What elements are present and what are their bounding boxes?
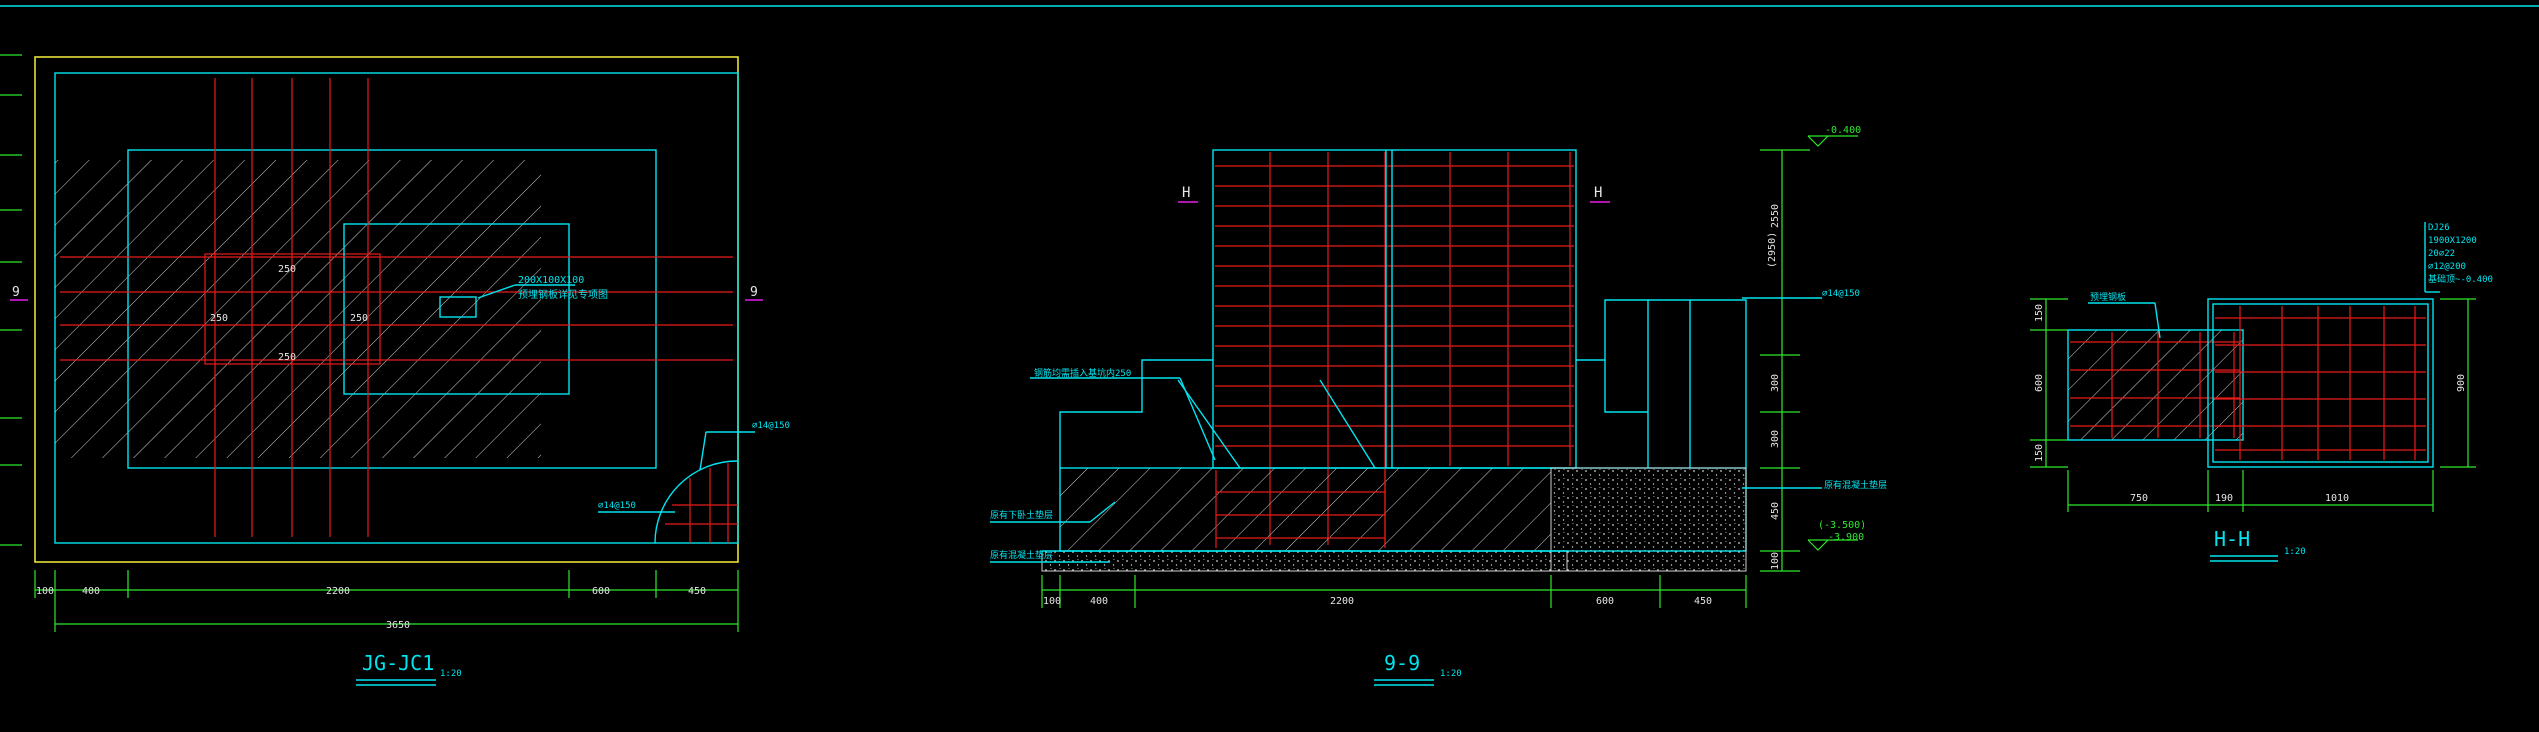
s99-dim-100: 100 — [1043, 596, 1061, 607]
s99-note-left-1: 钢筋均需插入基坑内250 — [1034, 367, 1131, 379]
plan-rebar-note-2: ⌀14@150 — [598, 501, 636, 511]
plan-label-250-a: 250 — [278, 264, 296, 275]
s99-leaders — [990, 377, 1216, 563]
s99-elev-bottom-2: -3.900 — [1828, 532, 1864, 543]
hh-left-block — [2068, 330, 2243, 440]
plan-dim-400: 400 — [82, 586, 100, 597]
plan-view — [10, 56, 763, 686]
plan-section-mark-right: 9 — [750, 285, 758, 300]
s99-base-stirrups — [1215, 470, 1386, 548]
hh-spec-2: 1900X1200 — [2428, 236, 2477, 246]
hh-title: H-H — [2214, 527, 2250, 551]
s99-step-right — [1576, 299, 1747, 468]
hh-spec-5: 基础顶~-0.400 — [2428, 273, 2493, 285]
svg-text:(2950): (2950) — [1767, 232, 1778, 268]
s99-scale: 1:20 — [1440, 669, 1462, 679]
plan-label-250-c: 250 — [350, 313, 368, 324]
svg-text:300: 300 — [1770, 374, 1781, 392]
hh-dim-1010: 1010 — [2325, 493, 2349, 504]
s99-note-rebar-right: ⌀14@150 — [1822, 289, 1860, 299]
plan-title: JG-JC1 — [362, 651, 434, 675]
plan-section-mark-left: 9 — [12, 285, 20, 300]
s99-note-right: 原有混凝土垫层 — [1824, 479, 1887, 491]
plan-embed-note-1: 200X100X100 — [518, 275, 584, 286]
plan-rebar-vertical — [214, 78, 369, 537]
svg-text:100: 100 — [1770, 552, 1781, 570]
svg-text:150: 150 — [2034, 304, 2045, 322]
hh-right-rebar — [2215, 306, 2426, 460]
s99-dim-600: 600 — [1596, 596, 1614, 607]
svg-text:300: 300 — [1770, 430, 1781, 448]
plan-rebar-note-1: ⌀14@150 — [752, 421, 790, 431]
plan-hatched-area — [55, 160, 541, 458]
plan-embed-plate-zone — [343, 223, 570, 395]
s99-elev-top: -0.400 — [1825, 125, 1861, 136]
s99-elev-bottom-1: (-3.500) — [1818, 520, 1866, 531]
hh-dim-750: 750 — [2130, 493, 2148, 504]
plan-dim-600: 600 — [592, 586, 610, 597]
s99-pier-centerline — [1385, 150, 1393, 468]
plan-corner-detail — [598, 431, 755, 544]
hh-spec-4: ⌀12@200 — [2428, 262, 2466, 272]
s99-dim-400: 400 — [1090, 596, 1108, 607]
s99-cut-left: H — [1182, 185, 1190, 201]
hh-spec-3: 20⌀22 — [2428, 249, 2455, 259]
plan-dim-total: 3650 — [386, 620, 410, 631]
plan-embed-plate — [439, 296, 477, 318]
hh-right-block — [2207, 298, 2434, 468]
s99-vertical-dim-labels: (2950) 2550 300 300 450 100 — [1767, 204, 1781, 570]
hh-leaders — [2088, 222, 2440, 339]
plan-title-underline — [356, 679, 436, 686]
plan-label-250-d: 250 — [278, 352, 296, 363]
s99-note-left-3: 原有混凝土垫层 — [990, 549, 1053, 561]
s99-title: 9-9 — [1384, 651, 1420, 675]
hh-dim-190: 190 — [2215, 493, 2233, 504]
hh-left-rebar — [2070, 332, 2240, 438]
hh-spec-1: DJ26 — [2428, 223, 2450, 233]
plan-dim-100: 100 — [36, 586, 54, 597]
plan-pier-outline — [127, 149, 657, 469]
svg-text:600: 600 — [2034, 374, 2045, 392]
s99-vertical-dimensions — [1760, 135, 1858, 572]
hh-dimension-lines — [2030, 298, 2476, 512]
plan-rebar-horizontal — [60, 256, 733, 361]
plan-scale: 1:20 — [440, 669, 462, 679]
s99-note-left-2: 原有下卧土垫层 — [990, 509, 1053, 521]
s99-pier — [1212, 149, 1577, 469]
s99-cut-right: H — [1594, 185, 1602, 201]
plan-dimension-lines — [34, 570, 739, 632]
left-edge-ticks — [0, 54, 22, 546]
hh-vertical-dim-labels: 150 600 150 900 — [2034, 304, 2467, 462]
s99-backfill — [1551, 468, 1746, 571]
s99-bottom-dimensions — [1041, 575, 1747, 608]
s99-dim-450: 450 — [1694, 596, 1712, 607]
plan-dim-450: 450 — [688, 586, 706, 597]
s99-dim-2200: 2200 — [1330, 596, 1354, 607]
svg-text:450: 450 — [1770, 502, 1781, 520]
s99-pier-rebar-horizontal — [1215, 165, 1574, 447]
s99-cushion-layer — [1042, 551, 1567, 571]
svg-text:900: 900 — [2456, 374, 2467, 392]
section-H-H — [2030, 222, 2476, 562]
hh-note-left: 预埋钢板 — [2090, 291, 2126, 303]
s99-step-left — [1059, 359, 1213, 468]
plan-dim-2200: 2200 — [326, 586, 350, 597]
plan-label-250-b: 250 — [210, 313, 228, 324]
hh-scale: 1:20 — [2284, 547, 2306, 557]
plan-embed-note-2: 预埋钢板详见专项图 — [518, 288, 608, 301]
section-9-9 — [990, 135, 1858, 686]
svg-text:2550: 2550 — [1770, 204, 1781, 228]
s99-base-slab — [1060, 468, 1551, 551]
svg-text:150: 150 — [2034, 444, 2045, 462]
